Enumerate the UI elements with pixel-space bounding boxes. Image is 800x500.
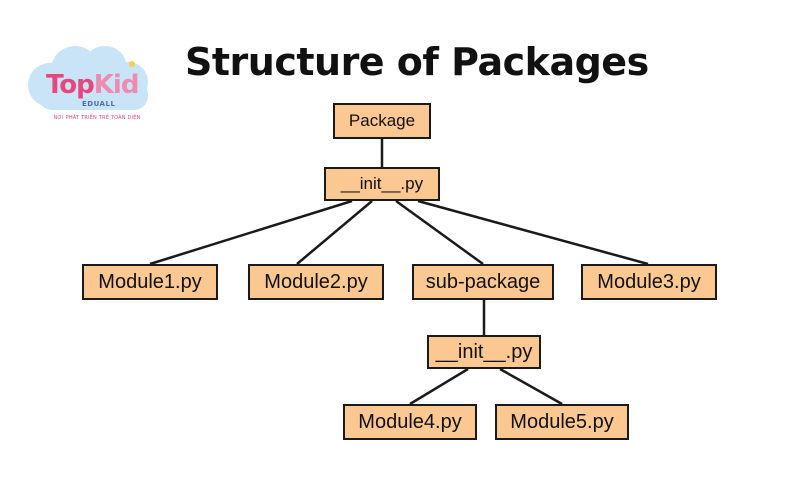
logo-word-kid: Kid: [93, 70, 140, 100]
node-init-top: __init__.py: [324, 167, 440, 201]
logo-wordmark: TopKid: [46, 70, 140, 100]
edge-init-module3: [417, 199, 649, 266]
edge-init-subpackage: [395, 199, 484, 266]
logo-subtitle: EDUALL: [82, 100, 116, 108]
node-module4: Module4.py: [343, 404, 477, 440]
logo-word-top: Top: [46, 70, 95, 100]
topkid-logo: TopKid EDUALL NƠI PHÁT TRIỂN TRẺ TOÀN DI…: [20, 40, 165, 128]
page-title: Structure of Packages: [185, 40, 649, 84]
edge-init-module1: [149, 199, 353, 266]
node-init-sub: __init__.py: [427, 335, 541, 369]
node-package: Package: [333, 103, 431, 139]
node-module5: Module5.py: [495, 404, 629, 440]
edge-initsub-module5: [499, 367, 563, 406]
node-module2: Module2.py: [248, 264, 384, 300]
node-module1: Module1.py: [82, 264, 218, 300]
logo-slogan: NƠI PHÁT TRIỂN TRẺ TOÀN DIỆN: [53, 115, 141, 121]
node-module3: Module3.py: [581, 264, 717, 300]
edge-init-module2: [296, 200, 373, 265]
cloud-icon: [28, 46, 148, 110]
node-subpackage: sub-package: [412, 264, 554, 300]
edge-initsub-module4: [409, 367, 469, 406]
